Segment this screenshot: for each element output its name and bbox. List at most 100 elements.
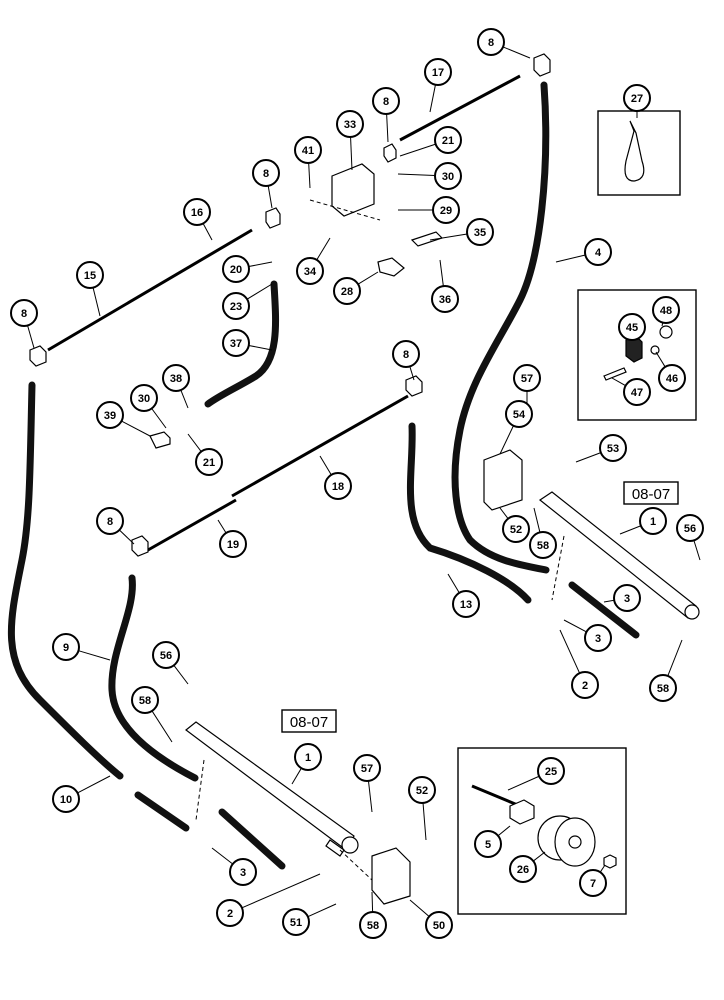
callout-circle bbox=[584, 624, 612, 652]
callout-number: 41 bbox=[302, 145, 314, 157]
callout-number: 26 bbox=[517, 864, 529, 876]
tubes bbox=[47, 74, 521, 552]
callout-circle bbox=[372, 87, 400, 115]
callout-leader bbox=[316, 237, 331, 261]
callout-2: 2 bbox=[559, 629, 599, 699]
callout-circle bbox=[131, 686, 159, 714]
callout-number: 8 bbox=[383, 96, 389, 108]
hoses bbox=[7, 81, 640, 870]
callout-number: 33 bbox=[344, 119, 356, 131]
callout-circle bbox=[513, 364, 541, 392]
callout-leader bbox=[371, 891, 374, 913]
callout-number: 23 bbox=[230, 301, 242, 313]
callout-number: 27 bbox=[631, 93, 643, 105]
callout-leader bbox=[319, 455, 332, 476]
callout-leader bbox=[422, 802, 427, 841]
callout-number: 7 bbox=[590, 878, 596, 890]
callout-28: 28 bbox=[333, 271, 379, 305]
callout-leader bbox=[119, 529, 135, 545]
callout-number: 39 bbox=[104, 410, 116, 422]
callout-number: 8 bbox=[107, 516, 113, 528]
callout-circle bbox=[613, 584, 641, 612]
callout-8: 8 bbox=[477, 28, 531, 59]
callout-number: 8 bbox=[488, 37, 494, 49]
reference-box-upper: 08-07 bbox=[623, 481, 679, 505]
callout-leader bbox=[611, 377, 626, 387]
callout-48: 48 bbox=[652, 296, 680, 327]
callout-number: 15 bbox=[84, 270, 96, 282]
callout-53: 53 bbox=[575, 434, 627, 463]
callout-leader bbox=[217, 519, 227, 534]
callout-circle bbox=[152, 641, 180, 669]
callout-circle bbox=[652, 296, 680, 324]
callout-circle bbox=[96, 507, 124, 535]
callout-26: 26 bbox=[509, 851, 546, 883]
callout-circle bbox=[579, 869, 607, 897]
callout-leader bbox=[202, 223, 213, 241]
callout-circle bbox=[529, 531, 557, 559]
callout-circle bbox=[434, 126, 462, 154]
callout-47: 47 bbox=[611, 377, 651, 406]
callout-leader bbox=[350, 136, 353, 171]
callout-18: 18 bbox=[319, 455, 352, 500]
callout-leader bbox=[439, 259, 444, 287]
callout-leader bbox=[502, 46, 531, 59]
bracket-50 bbox=[371, 847, 411, 905]
callout-number: 2 bbox=[582, 680, 588, 692]
callout-leader bbox=[533, 507, 541, 533]
callout-leader bbox=[78, 650, 111, 661]
fittings bbox=[29, 53, 551, 557]
callout-8: 8 bbox=[96, 507, 135, 545]
callout-54: 54 bbox=[499, 400, 533, 455]
callout-21: 21 bbox=[187, 433, 223, 476]
guide-lines bbox=[195, 199, 565, 881]
callout-leader bbox=[308, 162, 311, 189]
callout-number: 2 bbox=[227, 908, 233, 920]
callout-circle bbox=[296, 257, 324, 285]
callout-circle bbox=[10, 299, 38, 327]
callout-number: 8 bbox=[21, 308, 27, 320]
callout-46: 46 bbox=[655, 351, 686, 392]
callout-number: 17 bbox=[432, 67, 444, 79]
callout-leader bbox=[267, 185, 273, 209]
callout-circle bbox=[96, 401, 124, 429]
callout-number: 54 bbox=[513, 409, 526, 421]
callout-number: 52 bbox=[510, 524, 522, 536]
callout-circle bbox=[474, 830, 502, 858]
callout-circle bbox=[408, 776, 436, 804]
callout-number: 56 bbox=[160, 650, 172, 662]
callout-circle bbox=[599, 434, 627, 462]
callout-52: 52 bbox=[499, 507, 530, 543]
callout-21: 21 bbox=[399, 126, 462, 157]
callout-34: 34 bbox=[296, 237, 331, 285]
callout-number: 58 bbox=[537, 540, 549, 552]
callout-number: 28 bbox=[341, 286, 353, 298]
callout-leader bbox=[499, 425, 514, 455]
callout-circle bbox=[353, 754, 381, 782]
callout-17: 17 bbox=[424, 58, 452, 113]
callout-number: 56 bbox=[684, 523, 696, 535]
callout-number: 48 bbox=[660, 305, 672, 317]
callout-number: 30 bbox=[138, 393, 150, 405]
callout-circle bbox=[425, 911, 453, 939]
callout-19: 19 bbox=[217, 519, 247, 558]
callout-circle bbox=[623, 378, 651, 406]
callout-51: 51 bbox=[282, 903, 337, 936]
callout-20: 20 bbox=[222, 255, 273, 283]
callout-3: 3 bbox=[211, 847, 257, 886]
callout-number: 1 bbox=[650, 516, 656, 528]
callout-36: 36 bbox=[431, 259, 459, 313]
callout-leader bbox=[151, 710, 173, 743]
callout-circle bbox=[52, 633, 80, 661]
callout-circle bbox=[252, 159, 280, 187]
callout-1: 1 bbox=[619, 507, 667, 535]
callout-leader bbox=[409, 899, 430, 917]
callout-leader bbox=[187, 433, 202, 452]
callout-number: 51 bbox=[290, 917, 302, 929]
callout-circle bbox=[618, 313, 646, 341]
callout-circle bbox=[333, 277, 361, 305]
callout-number: 3 bbox=[595, 633, 601, 645]
callout-number: 20 bbox=[230, 264, 242, 276]
callout-circle bbox=[294, 136, 322, 164]
